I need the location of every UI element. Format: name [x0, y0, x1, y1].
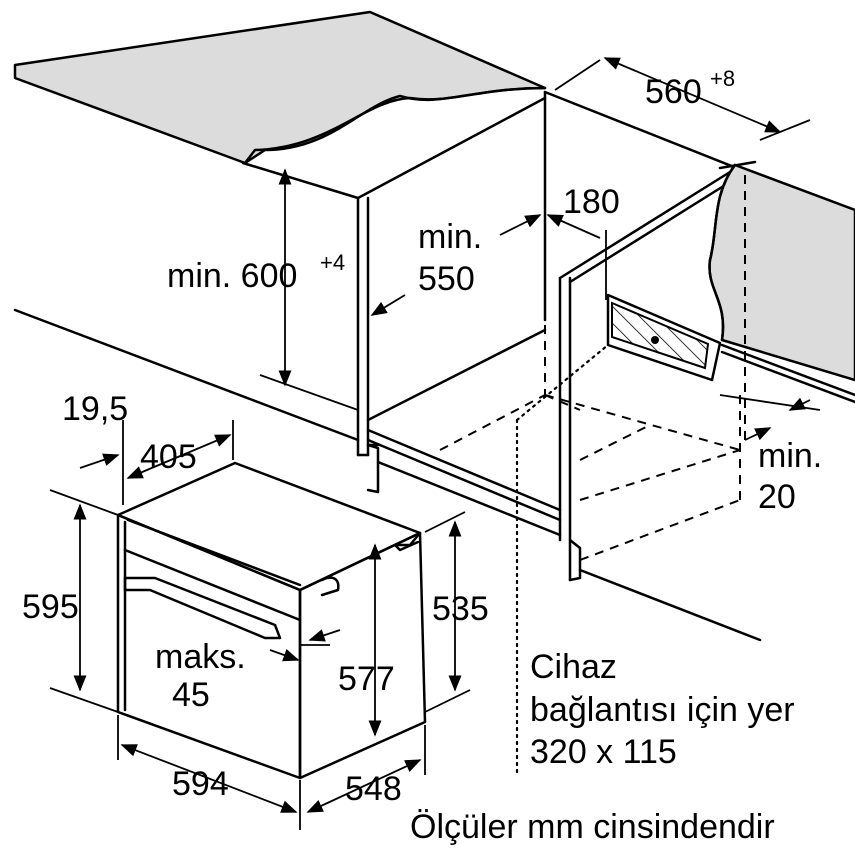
dim-180-label: 180 [563, 183, 620, 221]
dim-600-label: min. 600 [167, 257, 297, 295]
oven-dashed-outline [439, 325, 741, 561]
dim-550-label: 550 [418, 260, 475, 298]
dim-550-prefix: min. [418, 218, 482, 256]
connection-note-line1: Cihaz [530, 648, 617, 686]
connection-box [606, 293, 722, 382]
dim-45-prefix: maks. [155, 638, 246, 676]
dim-595-label: 595 [22, 588, 79, 626]
dim-577-label: 577 [338, 660, 395, 698]
connection-note-line3: 320 x 115 [530, 733, 677, 771]
back-wall-torn [708, 163, 855, 440]
dim-560-label: 560 [645, 73, 702, 111]
dim-45-label: 45 [172, 676, 210, 714]
dim-405-label: 405 [140, 438, 197, 476]
dim-560-tolerance: +8 [710, 66, 735, 91]
dim-548-label: 548 [345, 770, 402, 808]
dim-min20-prefix: min. [758, 437, 822, 475]
connection-note-line2: bağlantısı için yer [530, 691, 795, 729]
countertop [13, 10, 547, 165]
footer-units-note: Ölçüler mm cinsindendir [410, 808, 775, 846]
dim-594-label: 594 [172, 765, 229, 803]
dim-19-5-label: 19,5 [62, 390, 128, 428]
dimension-lines [49, 57, 821, 830]
cable-dotted-line-2 [515, 343, 610, 422]
dim-535-label: 535 [432, 590, 489, 628]
dim-600-tolerance: +4 [320, 250, 345, 275]
oven-body [116, 461, 427, 780]
dim-min20-label: 20 [758, 478, 796, 516]
